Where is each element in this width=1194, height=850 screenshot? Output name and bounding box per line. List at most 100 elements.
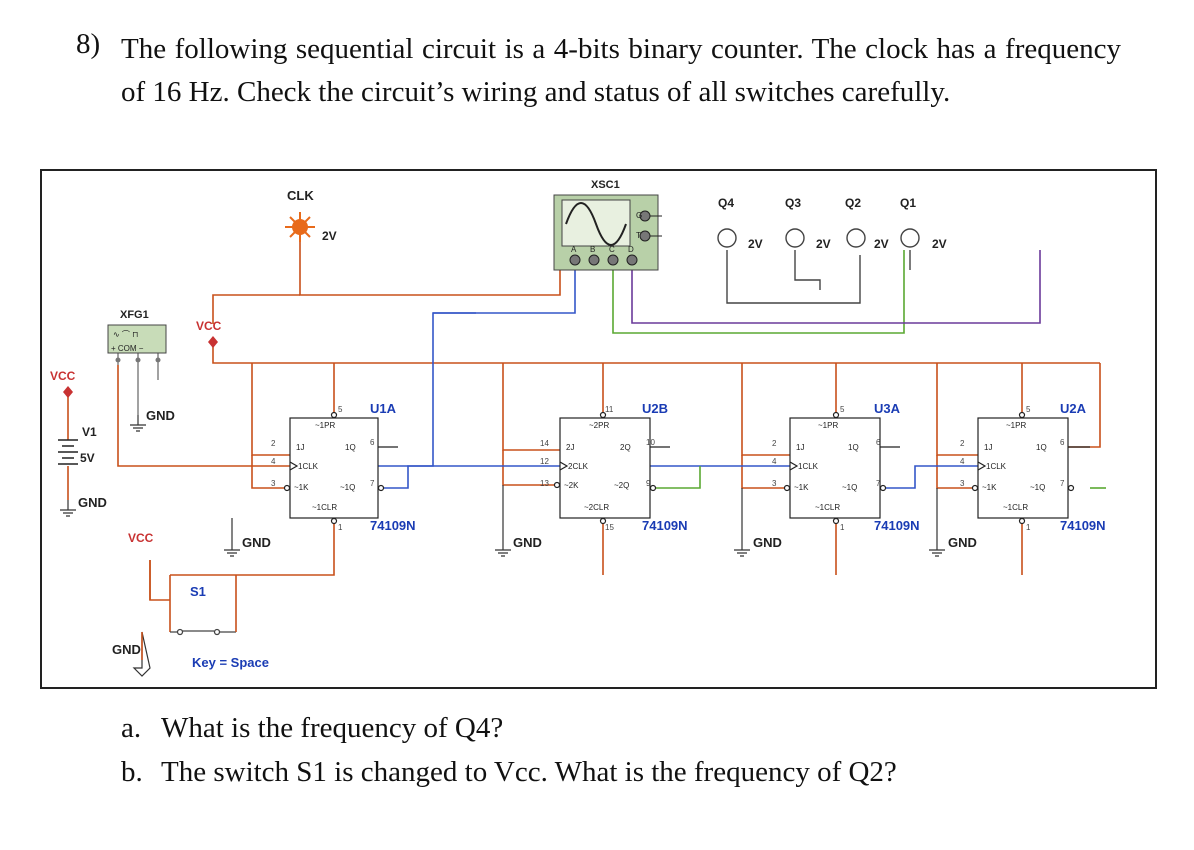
svg-text:1: 1 [338,523,343,532]
u2b-clr: ~2CLR [584,503,609,512]
svg-text:G: G [636,211,642,220]
svg-text:4: 4 [772,457,777,466]
svg-text:C: C [609,245,615,254]
u3a-ref: U3A [874,401,901,416]
gnd-icon [495,485,511,557]
u1a-ref: U1A [370,401,397,416]
scope-label: XSC1 [591,179,620,191]
svg-text:3: 3 [271,479,276,488]
subquestion-b: b. The switch S1 is changed to Vcc. What … [121,756,897,789]
probe-q4-voltage: 2V [748,237,763,251]
svg-text:4: 4 [271,457,276,466]
green-wires [612,250,905,489]
u2a-j: 1J [984,443,992,452]
u2b-pr: ~2PR [589,421,609,430]
u2a-ref: U2A [1060,401,1087,416]
switch-key: Key = Space [192,655,269,670]
svg-text:A: A [571,245,577,254]
subquestion-a-text: What is the frequency of Q4? [161,712,504,744]
gnd-icon [130,415,146,432]
gnd-label: GND [948,535,977,550]
svg-text:6: 6 [876,438,881,447]
svg-text:D: D [628,245,634,254]
u2b-q: 2Q [620,443,631,452]
u1a-clr: ~1CLR [312,503,337,512]
subquestion-b-label: b. [121,756,143,788]
u1a-pr: ~1PR [315,421,335,430]
svg-text:9: 9 [646,479,651,488]
u3a-part: 74109N [874,518,920,533]
vcc-symbols [63,336,218,398]
gnd-label: GND [242,535,271,550]
u3a-pr: ~1PR [818,421,838,430]
svg-text:T: T [636,231,641,240]
wire-clk-scope [299,260,561,296]
clock-source [285,212,315,260]
svg-text:5: 5 [1026,405,1031,414]
probe-q2-label: Q2 [845,196,861,210]
u3a-qn: ~1Q [842,483,857,492]
u2a-part: 74109N [1060,518,1106,533]
clock-voltage: 2V [322,229,337,243]
gnd-label: GND [753,535,782,550]
subquestion-a-label: a. [121,712,142,744]
probe-wires [726,250,911,304]
u2a-k: ~1K [982,483,997,492]
svg-text:2: 2 [271,439,276,448]
gnd-icon [60,500,76,517]
gnd-icon [224,518,240,557]
question-number: 8) [76,28,101,60]
svg-text:5: 5 [338,405,343,414]
u3a-clr: ~1CLR [815,503,840,512]
svg-text:2: 2 [960,439,965,448]
probe-q1-label: Q1 [900,196,916,210]
fg-label: XFG1 [120,309,149,321]
u2b-j: 2J [566,443,574,452]
svg-text:6: 6 [370,438,375,447]
u2a-pr: ~1PR [1006,421,1026,430]
battery-v1 [58,439,78,465]
function-generator-xfg1: ∿ ⌒ ⊓ + COM − [107,324,167,415]
svg-text:14: 14 [540,439,549,448]
question-text: The following sequential circuit is a 4-… [121,33,1121,108]
svg-text:13: 13 [540,479,549,488]
vcc-label: VCC [196,319,222,333]
svg-text:5: 5 [840,405,845,414]
probe-q1-voltage: 2V [932,237,947,251]
svg-text:7: 7 [1060,479,1065,488]
u2a-clr: ~1CLR [1003,503,1028,512]
flipflop-u2a [977,417,1069,519]
switch-s1 [170,628,236,636]
svg-text:15: 15 [605,523,614,532]
purple-wires [631,250,1041,324]
scope-xsc1: G T A B C D [553,194,662,271]
probe-q3-voltage: 2V [816,237,831,251]
u2b-qn: ~2Q [614,481,629,490]
probe-q2-voltage: 2V [874,237,889,251]
u1a-k: ~1K [294,483,309,492]
gnd-label: GND [146,408,175,423]
gnd-label: GND [112,642,141,657]
u2b-k: ~2K [564,481,579,490]
u2b-ref: U2B [642,401,668,416]
svg-text:3: 3 [960,479,965,488]
switch-label: S1 [190,584,206,599]
fg-terminals: + COM − [111,344,144,353]
gnd-icon [734,488,750,557]
svg-text:3: 3 [772,479,777,488]
gnd-label: GND [513,535,542,550]
flipflop-u1a [289,417,379,519]
u2a-q: 1Q [1036,443,1047,452]
u2a-clk: 1CLK [986,462,1007,471]
u1a-q: 1Q [345,443,356,452]
svg-text:10: 10 [646,438,655,447]
u2b-part: 74109N [642,518,688,533]
u2a-qn: ~1Q [1030,483,1045,492]
svg-text:12: 12 [540,457,549,466]
u3a-q: 1Q [848,443,859,452]
subquestion-a: a. What is the frequency of Q4? [121,712,503,745]
svg-text:1: 1 [840,523,845,532]
flipflop-u2b [559,417,651,519]
subquestion-b-text: The switch S1 is changed to Vcc. What is… [161,756,897,788]
